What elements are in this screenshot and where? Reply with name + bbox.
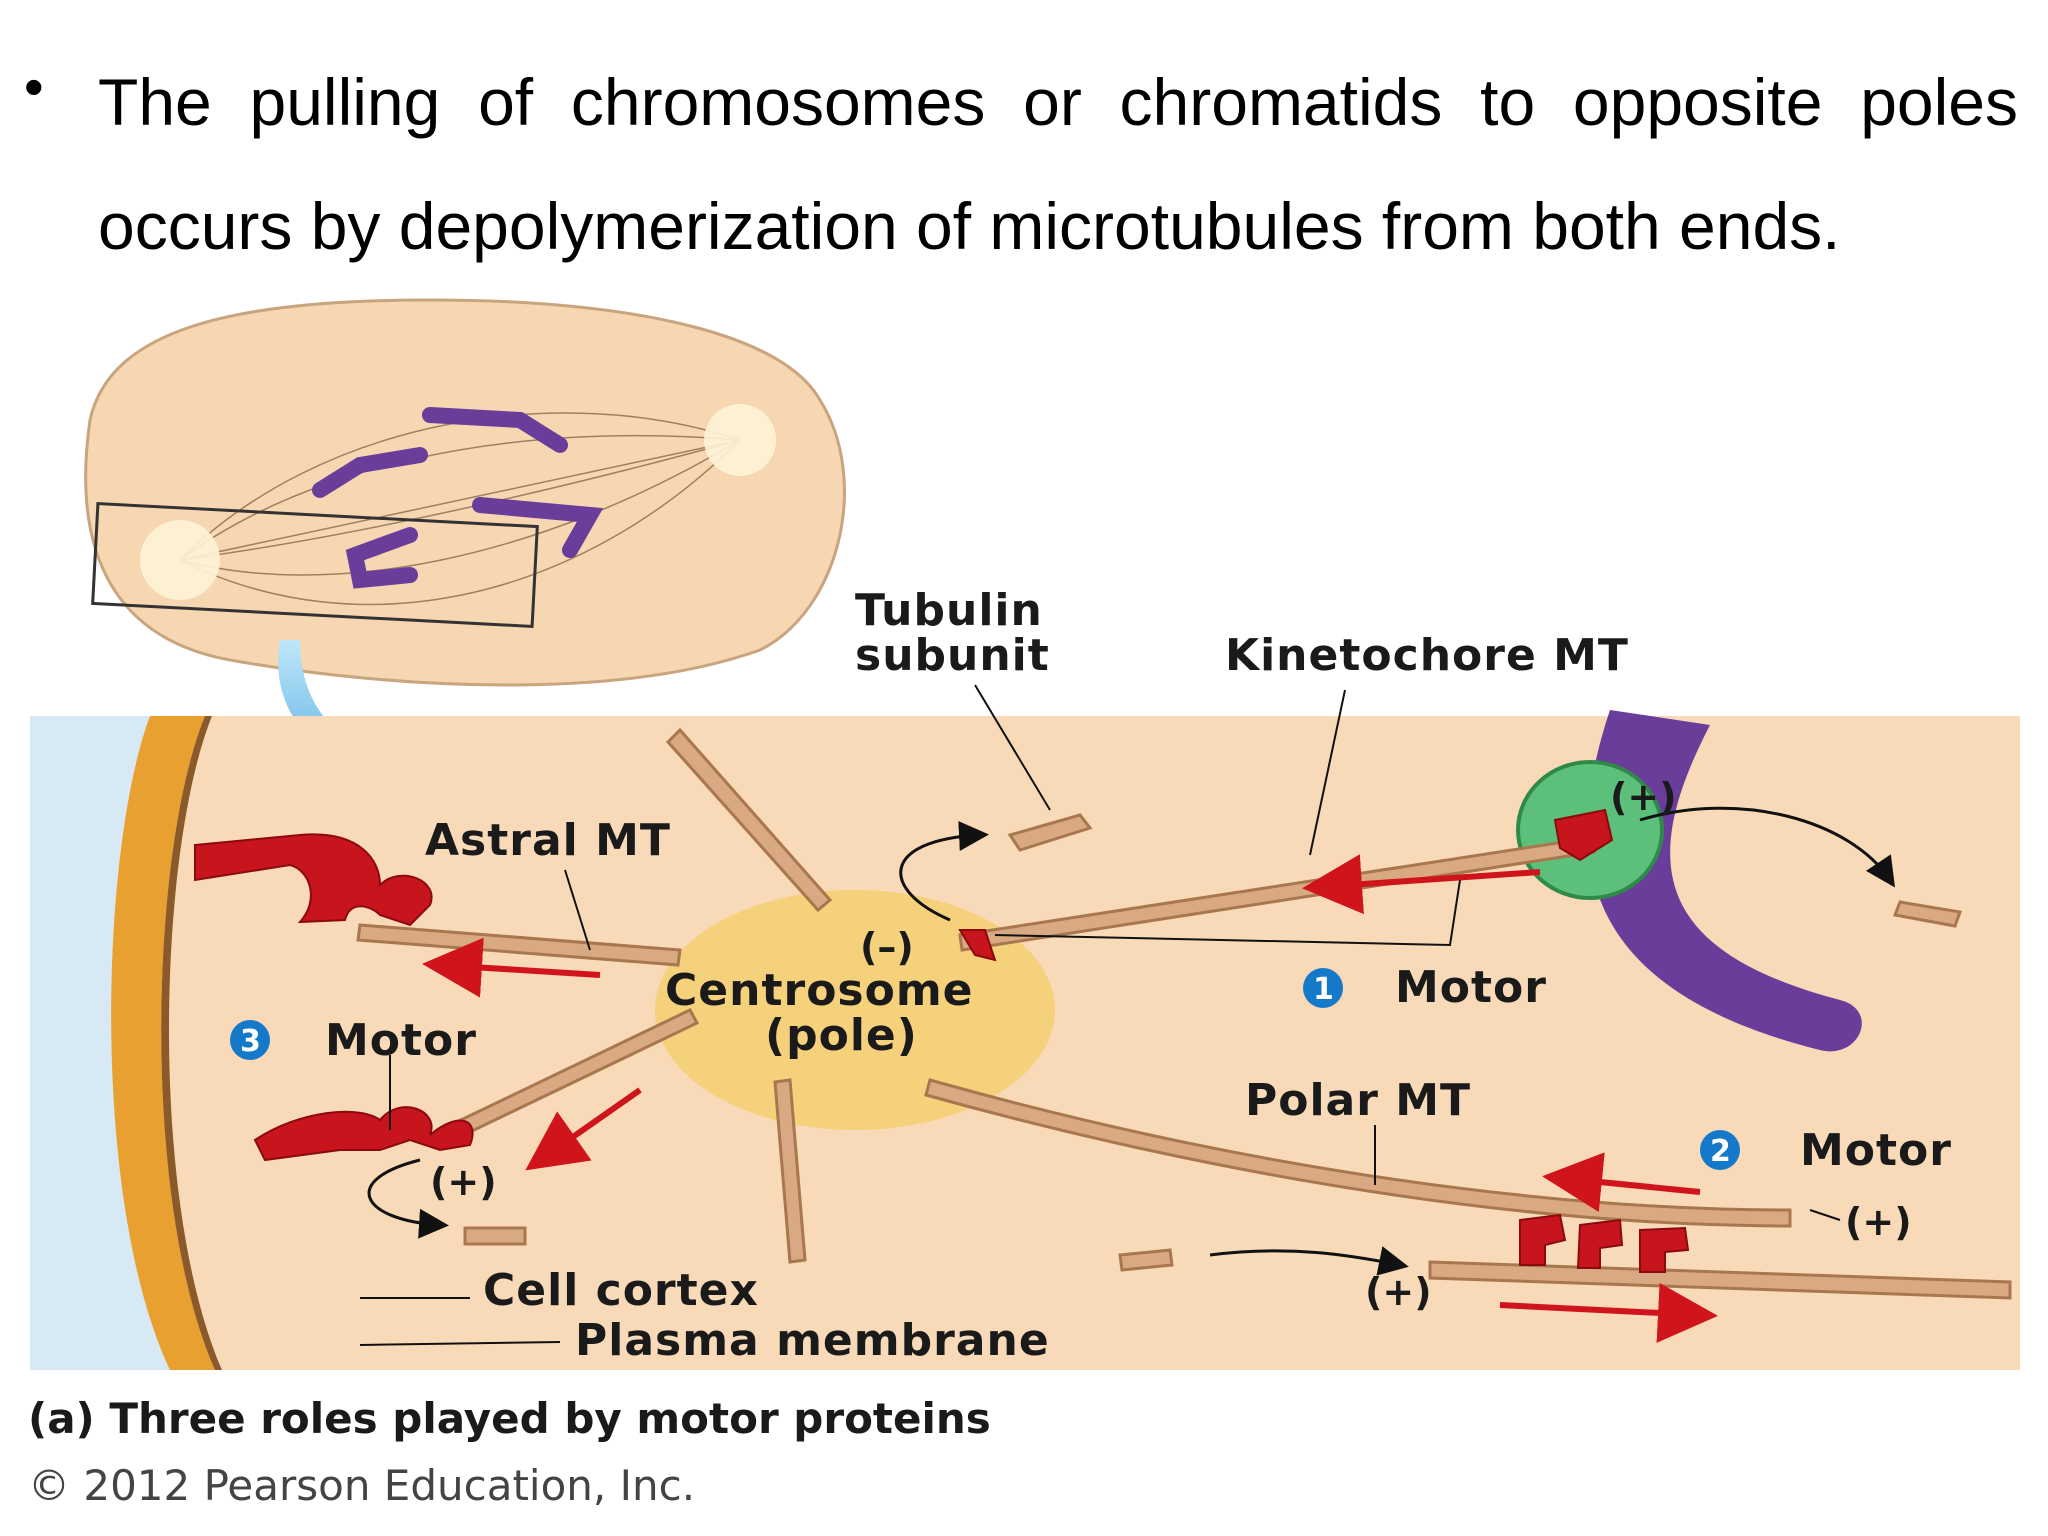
motor2-number: 2 — [1710, 1134, 1731, 1169]
inset-cell — [84, 298, 846, 800]
label-centrosome: Centrosome — [665, 965, 974, 1016]
plasma-membrane-line — [161, 716, 222, 1370]
motor1-minus — [958, 929, 997, 962]
motor1-badge — [1303, 968, 1343, 1008]
label-plasma-membrane: Plasma membrane — [575, 1315, 1050, 1366]
motor1-kinetochore — [1553, 808, 1614, 862]
tubulin-subunit-right — [1892, 900, 1963, 928]
figure-caption: (a) Three roles played by motor proteins — [28, 1394, 991, 1443]
label-minus-end: (–) — [860, 925, 914, 969]
label-plus-kinetochore: (+) — [1610, 775, 1677, 819]
astral-mt-down — [773, 1078, 807, 1264]
motor-proteins — [194, 808, 1690, 1273]
motor2 — [1519, 1213, 1690, 1273]
label-tubulin: Tubulin — [855, 585, 1043, 636]
inset-pole-left — [140, 520, 220, 600]
label-plus-polar-bottom: (+) — [1365, 1270, 1432, 1314]
label-motor1: Motor — [1395, 962, 1547, 1013]
motor3-lower — [253, 1106, 474, 1162]
label-motor3: Motor — [325, 1015, 477, 1066]
motor1-number: 1 — [1313, 972, 1334, 1007]
label-polar-mt: Polar MT — [1245, 1075, 1471, 1126]
tubulin-subunit-free — [1007, 813, 1093, 852]
leader-lines — [359, 684, 1841, 1346]
astral-mt-upper — [356, 923, 682, 967]
inset-chromosomes — [312, 407, 604, 589]
label-subunit: subunit — [855, 630, 1050, 681]
motor3-badge — [230, 1020, 270, 1060]
enlarged-panel: Tubulin subunit Kinetochore MT Astral MT… — [30, 585, 2020, 1370]
zoom-box — [91, 501, 539, 629]
polar-mt-lower — [1428, 1260, 2012, 1300]
polar-mt-upper — [924, 1078, 1792, 1228]
motor2-badge — [1700, 1130, 1740, 1170]
label-motor2: Motor — [1800, 1125, 1952, 1176]
movement-arrows — [422, 854, 1718, 1343]
astral-mt-top — [665, 727, 833, 913]
motor3-number: 3 — [240, 1024, 261, 1059]
tubulin-subunit-polar — [1118, 1248, 1174, 1272]
label-cell-cortex: Cell cortex — [483, 1265, 759, 1316]
chromosome — [1587, 710, 1862, 1052]
microtubules — [356, 727, 2012, 1300]
copyright: © 2012 Pearson Education, Inc. — [28, 1461, 695, 1510]
label-plus-polar-right: (+) — [1845, 1200, 1912, 1244]
motor3-upper — [194, 833, 433, 927]
label-pole: (pole) — [765, 1010, 918, 1061]
centrosome — [655, 890, 1055, 1130]
label-astral-mt: Astral MT — [425, 815, 671, 866]
inset-pole-right — [704, 404, 776, 476]
bullet-text: The pulling of chromosomes or chromatids… — [98, 65, 2018, 263]
label-plus-astral: (+) — [430, 1160, 497, 1204]
cell-cortex-band — [111, 716, 215, 1370]
label-kinetochore-mt: Kinetochore MT — [1225, 630, 1629, 681]
bullet-symbol: • — [24, 55, 44, 118]
tubulin-subunit-astral — [463, 1226, 527, 1246]
curved-arrows — [367, 806, 1896, 1276]
